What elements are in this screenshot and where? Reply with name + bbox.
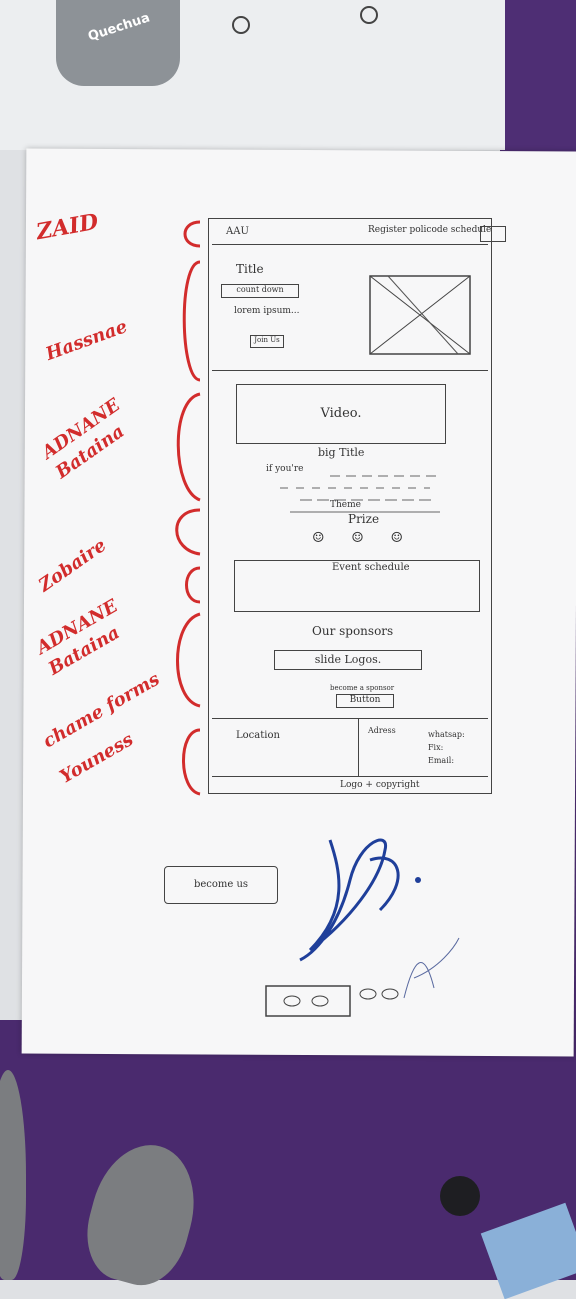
footer-contacts: whatsap: Fix: Email: [428,728,465,767]
wireframe-page [208,218,492,794]
nav-logo: AAU [226,226,249,237]
table-hole [232,16,250,34]
nav-register-button [480,226,506,242]
event-schedule-title: Event schedule [332,562,410,573]
event-schedule-box [234,560,480,612]
about-text: if you're [266,464,304,474]
hero-subtitle: lorem ipsum... [234,306,300,316]
contact-whatsapp: whatsap: [428,730,465,739]
sponsor-button: Button [336,694,394,708]
become-us-button-sketch: become us [164,866,278,904]
signature [299,838,421,962]
nav-divider [212,244,488,245]
theme-label: Theme [330,500,361,510]
join-us-button: Join Us [250,335,284,348]
footer-column-divider [358,718,359,776]
contact-email: Email: [428,756,455,765]
hero-title: Title [236,262,264,276]
footer-copyright: Logo + copyright [340,780,420,790]
table-hole [360,6,378,24]
sponsors-title: Our sponsors [312,624,394,638]
hero-divider [212,370,488,371]
footer-bottom-divider [212,776,488,777]
countdown-box: count down [221,284,299,298]
become-sponsor-text: become a sponsor [330,684,395,692]
water-bottle [56,0,180,86]
footer-location: Location [236,730,280,741]
sponsor-logo-slider: slide Logos. [274,650,422,670]
video-placeholder: Video. [236,384,446,444]
footer-address: Adress [368,726,396,735]
nav-links: Register policode schedule [368,225,492,235]
contact-fix: Fix: [428,743,444,752]
pagination-sketch [265,937,460,1017]
prize-label: Prize [348,512,380,526]
footer-divider [212,718,488,719]
big-title: big Title [318,446,365,459]
chair-wheel [440,1176,480,1216]
image-placeholder [369,275,471,355]
icon-row: ☺ ☺ ☺ [312,530,404,546]
text-lines [280,475,440,513]
red-brackets [175,220,201,796]
